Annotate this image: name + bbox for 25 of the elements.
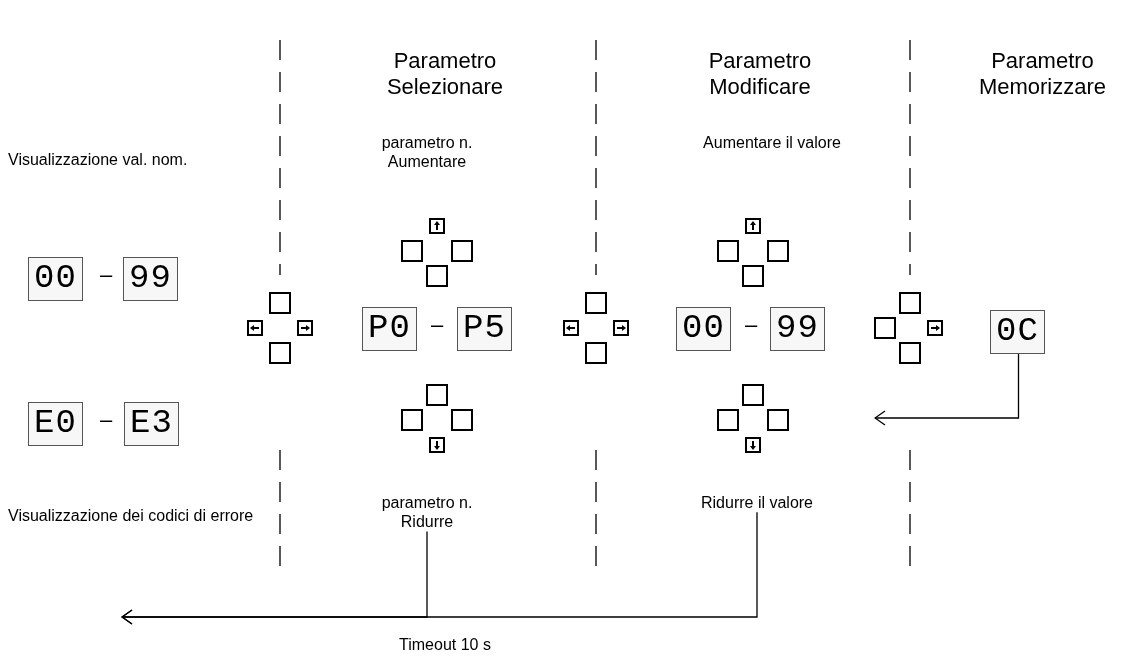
step-caption: parametro n. Aumentare <box>380 133 474 172</box>
segment-display: 00 <box>676 307 731 351</box>
step-caption: Ridurre il valore <box>672 493 842 513</box>
segment-display: 99 <box>770 307 825 351</box>
segment-display: E3 <box>124 402 179 446</box>
step-caption: parametro n. Ridurre <box>362 493 492 532</box>
segment-display: P0 <box>362 307 417 351</box>
column-heading: Parametro Memorizzare <box>977 48 1108 101</box>
range-dash: – <box>429 312 445 339</box>
timeout-note: Timeout 10 s <box>398 635 492 655</box>
segment-display: P5 <box>457 307 512 351</box>
segment-display: E0 <box>28 402 83 446</box>
arrow <box>121 511 758 625</box>
segment-display: 00 <box>28 257 83 301</box>
range-dash: – <box>98 262 114 289</box>
range-dash: – <box>98 407 114 434</box>
display-caption: Visualizzazione dei codici di errore <box>8 506 255 526</box>
arrow <box>874 353 1020 426</box>
column-heading: Parametro Modificare <box>707 48 813 101</box>
segment-display: 0C <box>990 310 1045 354</box>
segment-display: 99 <box>123 257 178 301</box>
step-caption: Aumentare il valore <box>702 133 842 153</box>
range-dash: – <box>743 312 759 339</box>
display-caption: Visualizzazione val. nom. <box>8 150 189 170</box>
column-heading: Parametro Selezionare <box>385 48 505 101</box>
